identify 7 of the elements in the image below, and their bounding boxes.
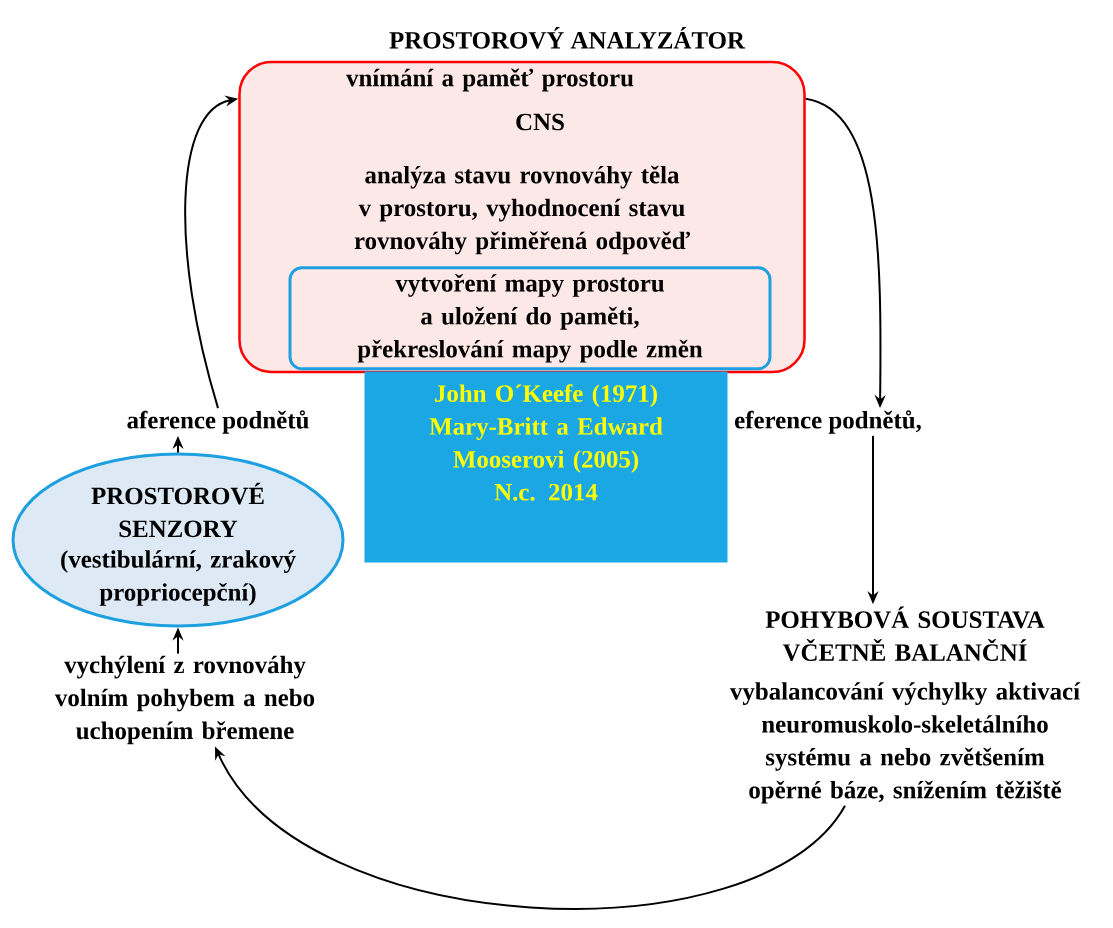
text-label: eference podnětů, xyxy=(735,410,921,434)
memory-map-box: vytvoření mapy prostoru a uložení do paměti, překreslování mapy podle změn xyxy=(288,266,772,371)
info-box: John O´Keefe (1971) Mary-Britt a Edward Mooserovi (2005) N.c. 2014 xyxy=(364,371,728,563)
text-label: aference podnětů xyxy=(127,410,309,434)
title: PROSTOROVÝ ANALYZÁTOR xyxy=(389,27,746,49)
text-label: vychýlení z rovnováhy volním pohybem a nebo uchopením břemene xyxy=(54,655,315,745)
text-label: POHYBOVÁ SOUSTAVA VČETNĚ BALANČNÍ vybalancování výchylky aktivací neuromuskolo-skeletálního systému a nebo zvětšením opěrné báze, snížením těžiště xyxy=(729,606,1081,804)
